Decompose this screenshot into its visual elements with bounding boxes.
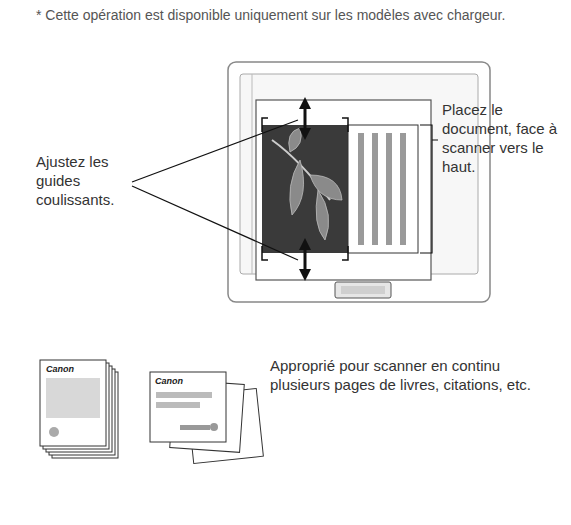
document-photo: [262, 125, 348, 253]
leader-line: [132, 120, 298, 260]
document-text: [348, 125, 418, 253]
brand-mark: Canon: [45, 364, 75, 374]
control-panel: [335, 282, 391, 298]
machine-body: [228, 62, 490, 302]
page-stack: [40, 360, 118, 458]
callout-label: Ajustez les guides coulissants.: [36, 152, 128, 209]
bracket: [420, 125, 438, 253]
guide-arrows: [304, 103, 307, 275]
text-stripes: [358, 133, 406, 245]
slide-guides: [262, 118, 348, 260]
loose-sheets: [150, 372, 263, 463]
callout-label: Placez le document, face à scanner vers …: [442, 100, 566, 176]
footnote: * Cette opération est disponible uniquem…: [36, 6, 556, 24]
description-text: Approprié pour scanner en continu plusie…: [270, 356, 564, 394]
brand-mark: Canon: [154, 376, 184, 386]
leaf-picture: [272, 128, 342, 240]
